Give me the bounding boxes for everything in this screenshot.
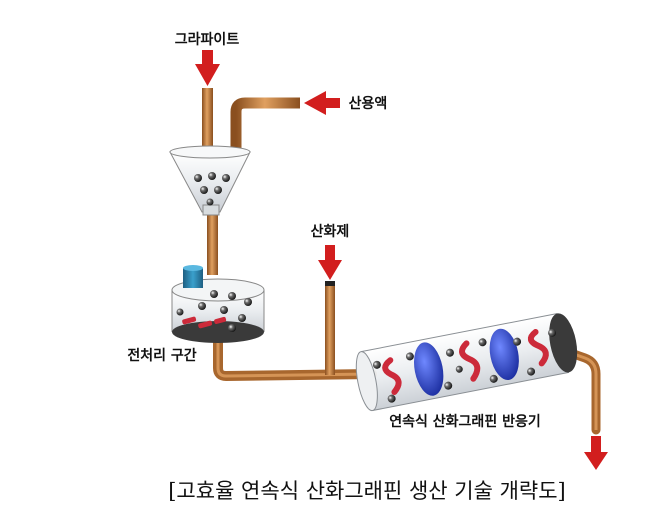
tank-particles	[176, 290, 252, 332]
pipework	[202, 88, 601, 435]
stirrer-blades	[182, 316, 227, 329]
stirrer-motor-cap	[183, 268, 203, 288]
graphite-inlet-arrow	[195, 50, 220, 86]
reactor-red-blades	[382, 328, 549, 396]
acid-solution-label: 산용액	[349, 95, 388, 112]
diagram-caption: [고효율 연속식 산화그래핀 생산 기술 개략도]	[168, 479, 566, 503]
funnel-hopper	[169, 145, 251, 216]
pretreatment-zone-label: 전처리 구간	[127, 347, 196, 364]
acid-solution-pipe	[230, 97, 300, 150]
reactor-particles	[372, 328, 557, 403]
acid-inlet-arrow	[304, 91, 340, 115]
pretreatment-tank	[171, 265, 265, 343]
flow-arrows	[195, 50, 608, 470]
oxidizer-inlet-arrow	[318, 245, 342, 280]
graphite-label: 그라파이트	[175, 31, 240, 48]
product-outlet-arrow	[584, 436, 608, 470]
reactor-label: 연속식 산화그래핀 반응기	[389, 413, 540, 430]
oxidizer-pipe	[325, 283, 335, 375]
oxidizer-label: 산화제	[311, 223, 350, 240]
graphite-feed-pipe	[202, 88, 213, 150]
continuous-reactor	[355, 312, 578, 412]
reactor-blue-discs	[414, 328, 519, 396]
graphite-particles	[194, 172, 230, 206]
funnel-outlet-pipe	[207, 215, 218, 275]
